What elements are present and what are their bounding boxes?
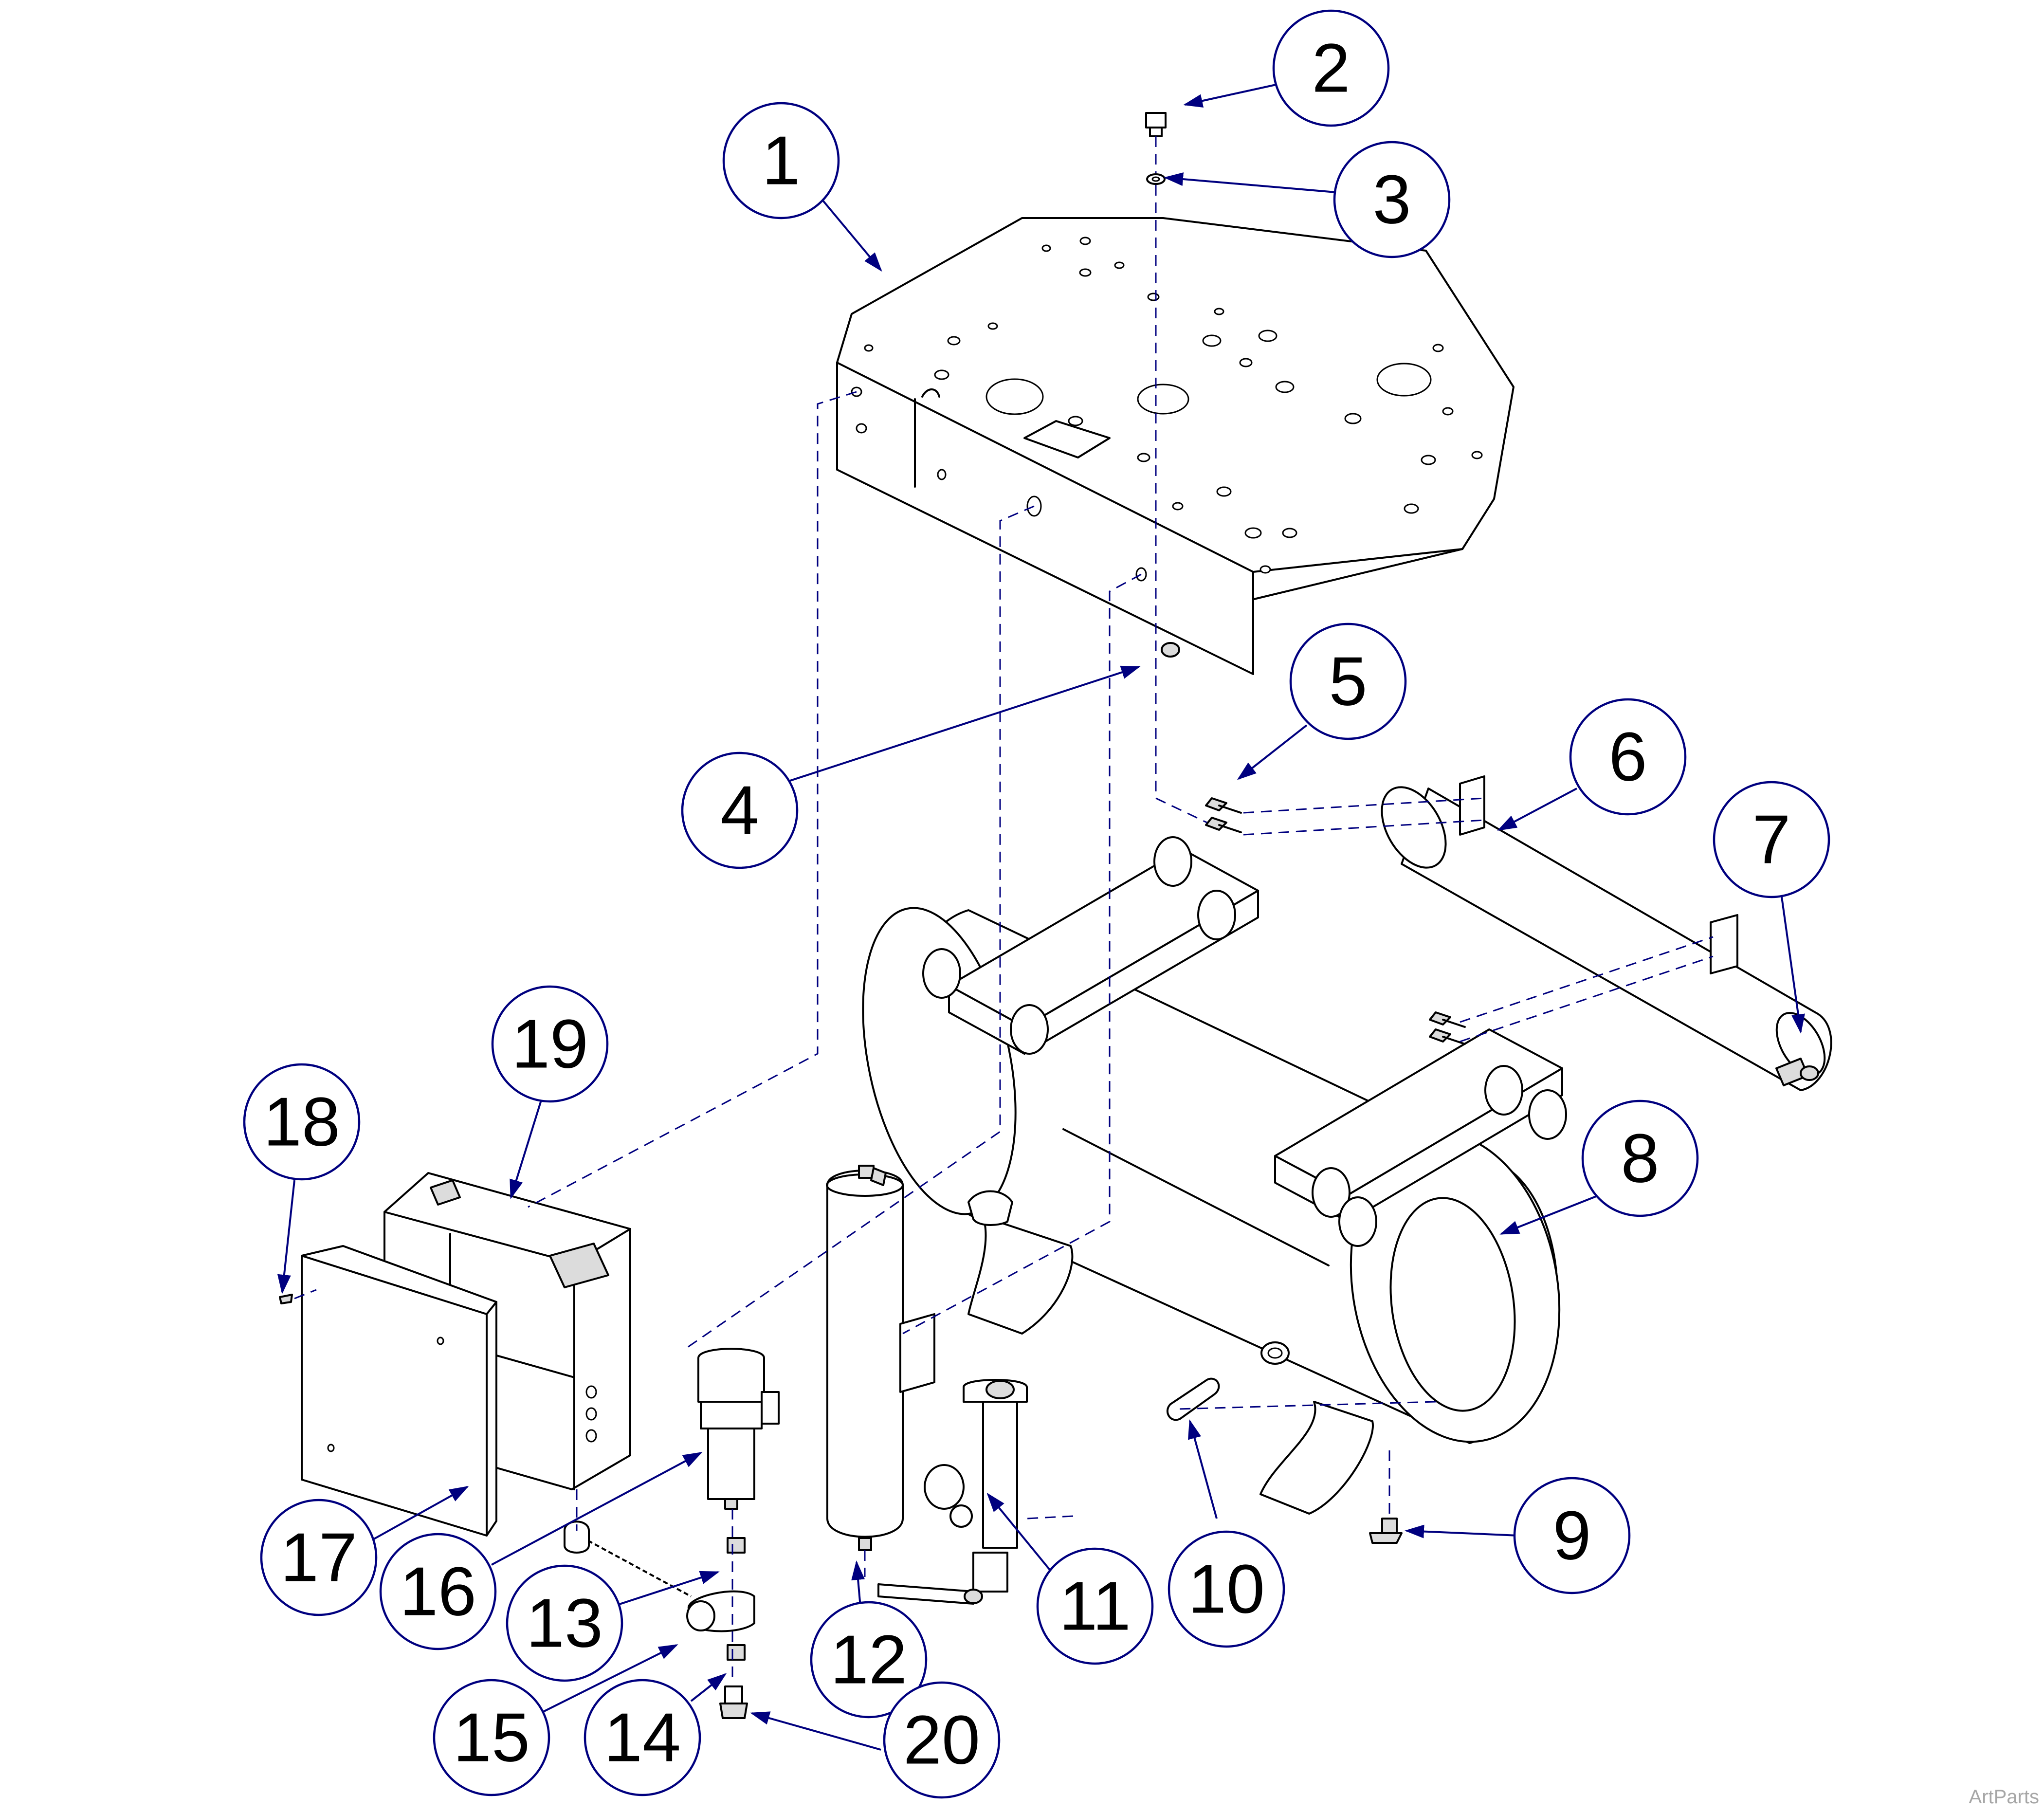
balloon-5-number: 5	[1329, 643, 1368, 720]
plate-holes	[851, 237, 1483, 582]
balloon-1-number: 1	[762, 122, 801, 200]
balloon-14: 14	[584, 1679, 701, 1796]
balloon-18-number: 18	[263, 1083, 340, 1161]
artparts-watermark: ArtParts	[1969, 1786, 2039, 1808]
balloon-15-number: 15	[453, 1699, 530, 1776]
balloon-6-number: 6	[1609, 718, 1647, 796]
balloon-7: 7	[1713, 781, 1830, 898]
balloon-10-number: 10	[1188, 1551, 1265, 1628]
balloon-12: 12	[810, 1601, 928, 1719]
balloon-16: 16	[379, 1533, 497, 1650]
balloon-9: 9	[1513, 1477, 1631, 1594]
balloon-11-number: 11	[1059, 1568, 1131, 1645]
mounting-plate	[836, 217, 1515, 675]
balloon-15: 15	[433, 1679, 550, 1796]
balloon-11: 11	[1036, 1547, 1154, 1665]
balloon-18: 18	[243, 1063, 361, 1181]
balloon-16-number: 16	[400, 1553, 476, 1630]
electrical-box	[279, 1172, 631, 1554]
balloon-4-number: 4	[721, 772, 759, 849]
balloon-2-number: 2	[1312, 30, 1350, 107]
balloon-5: 5	[1289, 623, 1407, 740]
balloon-1: 1	[722, 102, 840, 220]
balloon-8-number: 8	[1621, 1120, 1660, 1197]
balloon-3-number: 3	[1373, 161, 1411, 238]
screw-and-washer	[1145, 112, 1167, 185]
balloon-6: 6	[1569, 698, 1687, 816]
balloon-19-number: 19	[511, 1006, 588, 1083]
small-fittings	[574, 1532, 755, 1719]
balloon-19: 19	[491, 985, 609, 1103]
balloon-17-number: 17	[280, 1519, 357, 1596]
drain-valve	[1369, 1518, 1403, 1544]
large-tank	[862, 907, 1561, 1515]
balloon-4: 4	[681, 751, 799, 869]
valve-assembly	[877, 1379, 1028, 1605]
dryer-cylinder	[826, 1165, 935, 1551]
balloon-10: 10	[1168, 1530, 1285, 1648]
balloon-20: 20	[883, 1681, 1001, 1799]
balloon-20-number: 20	[903, 1702, 980, 1779]
balloon-13-number: 13	[526, 1585, 603, 1662]
balloon-9-number: 9	[1553, 1497, 1591, 1575]
balloon-7-number: 7	[1752, 801, 1791, 879]
filter-assembly	[697, 1348, 780, 1510]
balloon-12-number: 12	[830, 1621, 907, 1699]
balloon-3: 3	[1333, 141, 1451, 258]
balloon-8: 8	[1581, 1099, 1699, 1217]
leader-lines	[277, 82, 1805, 1751]
small-tank	[1381, 775, 1832, 1091]
nipple	[1167, 1377, 1220, 1421]
callout-balloons: 1 2 3 4 5 6 7 8 9 10 11 12 13 14 15 16 1…	[243, 9, 1830, 1799]
balloon-17: 17	[260, 1499, 378, 1616]
balloon-2: 2	[1272, 9, 1390, 127]
saddle-brackets	[922, 836, 1567, 1247]
balloon-13: 13	[506, 1564, 623, 1682]
bracket-screws	[1205, 797, 1466, 1045]
balloon-14-number: 14	[604, 1699, 681, 1776]
nut	[1161, 642, 1180, 658]
